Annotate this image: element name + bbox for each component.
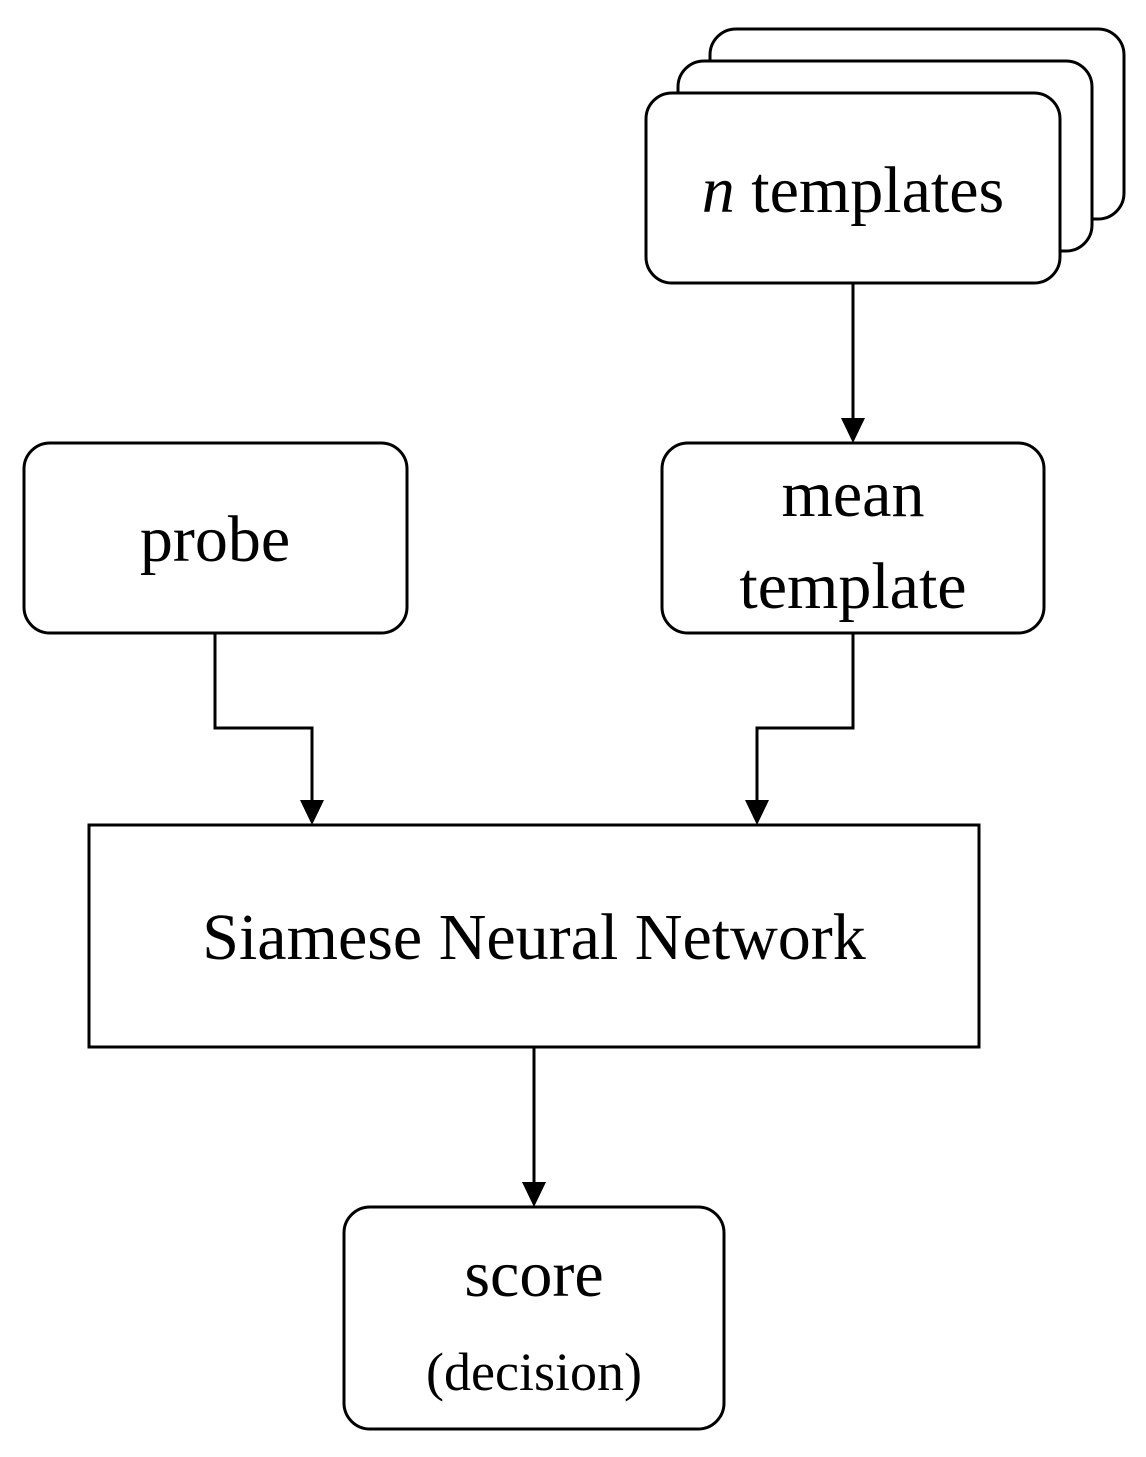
edge-templates-to-mean xyxy=(841,283,865,443)
network-label: Siamese Neural Network xyxy=(202,901,865,974)
mean-template-line2: template xyxy=(739,550,966,623)
edge-network-to-score xyxy=(522,1047,546,1207)
templates-variable: n xyxy=(702,154,735,227)
network-node: Siamese Neural Network xyxy=(87,823,981,1049)
score-label: score xyxy=(464,1238,603,1311)
score-node: score (decision) xyxy=(342,1205,726,1431)
mean-template-node: mean template xyxy=(660,441,1046,635)
network-box xyxy=(87,823,981,1049)
templates-label: n templates xyxy=(702,154,1004,227)
mean-template-line1: mean xyxy=(782,458,925,531)
templates-text: templates xyxy=(751,154,1004,227)
edge-probe-to-network xyxy=(213,633,324,825)
score-sublabel: (decision) xyxy=(426,1342,642,1402)
probe-label: probe xyxy=(140,503,290,576)
probe-node: probe xyxy=(22,441,409,635)
templates-stack: n templates xyxy=(644,27,1126,285)
edge-mean-to-network xyxy=(745,633,855,825)
edges xyxy=(213,283,865,1207)
